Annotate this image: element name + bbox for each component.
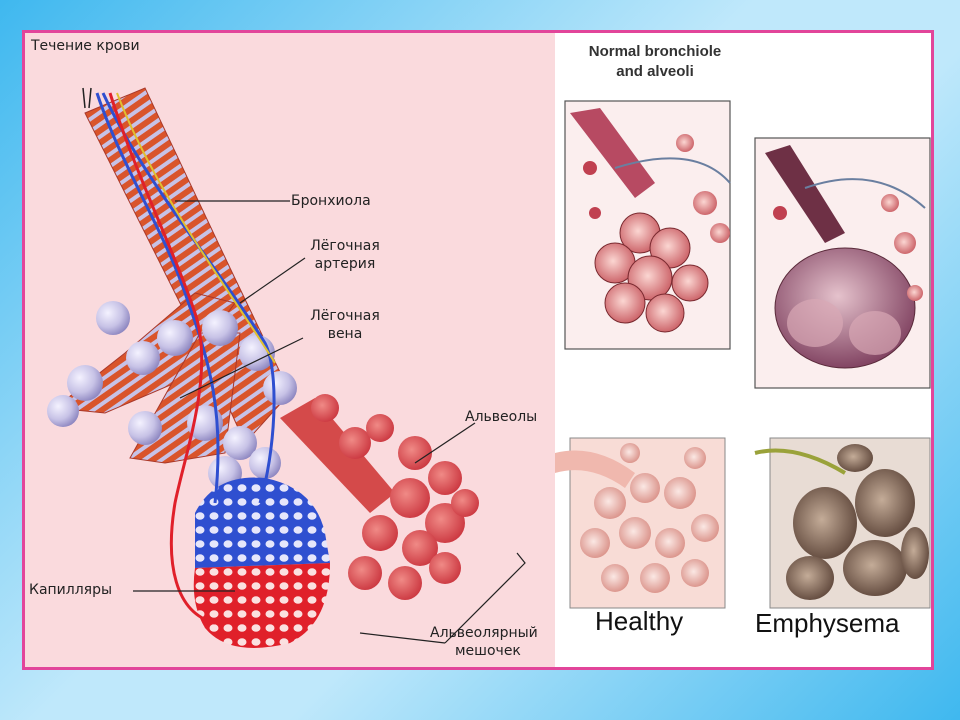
label-alveoli: Альвеолы [465, 409, 538, 425]
normal-bronchiole-title-line2: and alveoli [616, 63, 694, 80]
bronchiole-anatomy-panel: Течение крови Бронхиола Лёгочная артерия… [25, 33, 555, 667]
bronchiole-illustration [47, 87, 526, 648]
slide-frame: Течение крови Бронхиола Лёгочная артерия… [22, 30, 934, 670]
label-pulmonary-artery-line2: артерия [314, 256, 376, 272]
label-bronchiole: Бронхиола [291, 193, 371, 209]
red-alveolar-sac [280, 394, 479, 600]
label-pulmonary-vein-line1: Лёгочная [310, 308, 380, 324]
emphysema-comparison-panel: Normal bronchiole and alveoli [555, 33, 931, 667]
emphysema-alveoli-cluster [754, 137, 931, 389]
comparison-illustrations [555, 100, 931, 609]
label-pulmonary-vein-line2: вена [327, 326, 363, 342]
healthy-tissue-section [555, 437, 726, 609]
normal-alveoli-cluster [564, 100, 731, 350]
caption-emphysema: Emphysema [755, 608, 900, 638]
label-alveolar-sac-line2: мешочек [455, 643, 521, 659]
label-pulmonary-artery-line1: Лёгочная [310, 238, 380, 254]
caption-healthy: Healthy [595, 606, 684, 636]
normal-bronchiole-title-line1: Normal bronchiole [588, 43, 722, 60]
label-capillaries: Капилляры [29, 582, 113, 598]
leader-lines [133, 200, 526, 644]
label-blood-flow: Течение крови [31, 38, 140, 54]
alveolus-spheres [47, 301, 297, 490]
label-alveolar-sac-line1: Альвеолярный [430, 625, 538, 641]
emphysema-tissue-section [754, 437, 931, 609]
